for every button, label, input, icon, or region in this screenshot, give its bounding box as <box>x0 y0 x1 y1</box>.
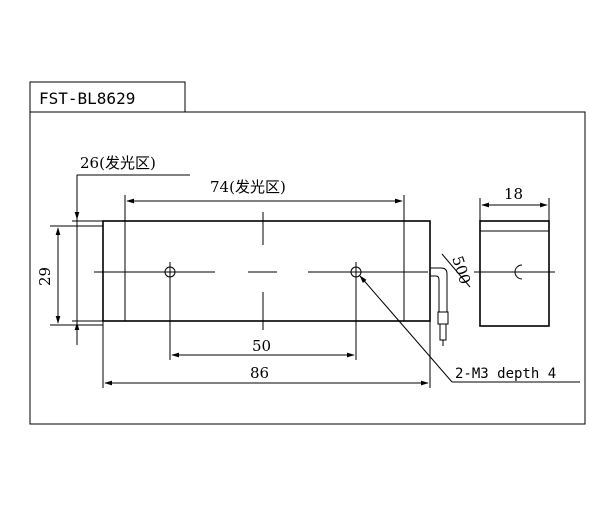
emit-length-label: 74(发光区) <box>210 178 286 196</box>
thread-note-label: 2-M3 depth 4 <box>455 366 556 382</box>
width-label: 18 <box>504 185 523 203</box>
drawing-frame <box>29 111 586 425</box>
dimension-width: 18 <box>479 185 550 221</box>
thread-note: 2-M3 depth 4 <box>359 275 580 383</box>
front-view <box>94 212 431 330</box>
cable <box>430 267 449 346</box>
model-number: FST-BL8629 <box>39 89 135 108</box>
length-label: 86 <box>250 364 269 382</box>
dimension-emit-length: 74(发光区) <box>124 178 405 221</box>
height-label: 29 <box>36 267 54 286</box>
hole-spacing-label: 50 <box>252 337 271 355</box>
dimension-length: 86 <box>102 321 431 388</box>
dimension-hole-spacing: 50 <box>169 278 357 360</box>
dimension-emit-width: 26(发光区) <box>72 154 190 345</box>
cable-label: 500 <box>448 254 474 287</box>
side-view <box>474 220 555 327</box>
title-block: FST-BL8629 <box>29 81 186 113</box>
dimension-height: 29 <box>36 225 103 326</box>
emit-width-label: 26(发光区) <box>80 154 156 172</box>
